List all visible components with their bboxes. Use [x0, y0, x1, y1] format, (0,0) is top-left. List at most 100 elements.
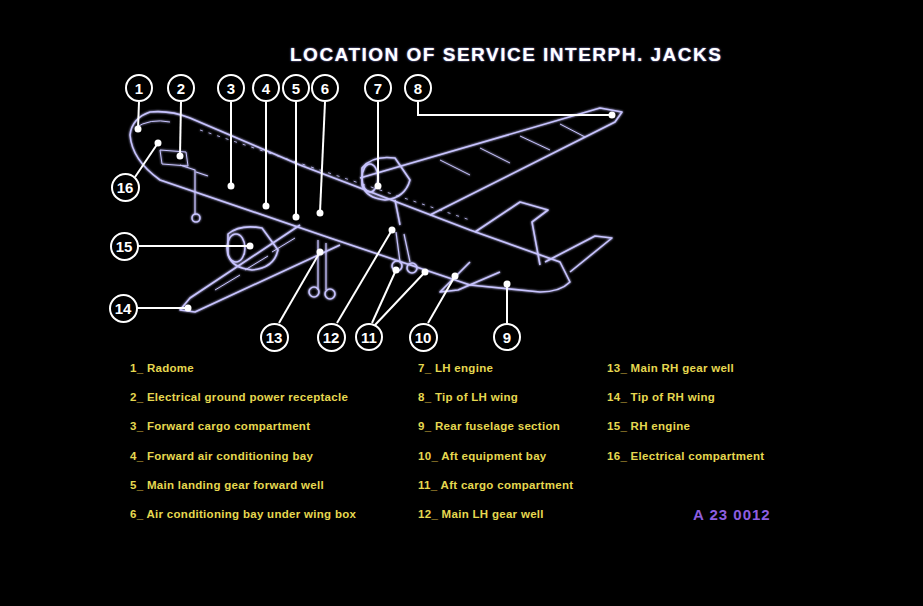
leader-line — [135, 143, 158, 177]
leader-line — [320, 102, 325, 212]
callout-circle: 16 — [111, 173, 140, 202]
callout-circle: 4 — [252, 74, 280, 102]
jack-dot — [453, 274, 458, 279]
callout-number: 4 — [262, 81, 270, 96]
legend-entry: 15_ RH engine — [607, 420, 690, 432]
callout-number: 11 — [361, 330, 377, 345]
callout-circle: 9 — [493, 323, 521, 351]
legend-entry: 6_ Air conditioning bay under wing box — [130, 508, 356, 520]
leader-line — [418, 102, 612, 115]
leader-line — [428, 276, 455, 323]
jack-dot — [423, 270, 428, 275]
jack-dot — [156, 141, 161, 146]
callout-circle: 5 — [282, 74, 310, 102]
jack-dot — [248, 244, 253, 249]
jack-dot — [229, 184, 234, 189]
gear-wheel — [309, 287, 319, 297]
jack-dot — [264, 204, 269, 209]
legend-entry: 9_ Rear fuselage section — [418, 420, 560, 432]
legend-entry: 1_ Radome — [130, 362, 194, 374]
nose-gear — [180, 165, 208, 215]
jack-dot — [136, 127, 141, 132]
horizontal-stabilizer — [545, 236, 612, 272]
drawing-code: A 23 0012 — [693, 506, 771, 523]
callout-circle: 6 — [311, 74, 339, 102]
jack-dot — [294, 215, 299, 220]
legend-entry: 2_ Electrical ground power receptacle — [130, 391, 348, 403]
leader-line — [295, 102, 297, 216]
jack-dot — [394, 268, 399, 273]
callout-circle: 1 — [125, 74, 153, 102]
leader-line — [375, 272, 425, 325]
fuselage — [130, 112, 570, 292]
callout-number: 2 — [177, 81, 185, 96]
diagram-title: LOCATION OF SERVICE INTERPH. JACKS — [290, 44, 722, 66]
legend-entry: 3_ Forward cargo compartment — [130, 420, 310, 432]
rh-engine — [228, 227, 278, 270]
lh-wing-flaps — [440, 124, 585, 175]
legend-entry: 5_ Main landing gear forward well — [130, 479, 324, 491]
gear-wheel — [325, 289, 335, 299]
callout-circle: 15 — [110, 232, 139, 261]
nose-wheel — [192, 214, 200, 222]
callout-circle: 11 — [355, 323, 383, 351]
leader-line — [180, 102, 181, 155]
callout-circle: 8 — [404, 74, 432, 102]
callout-number: 9 — [503, 330, 511, 345]
rh-wing — [180, 225, 340, 312]
legend-entry: 13_ Main RH gear well — [607, 362, 734, 374]
jack-dot — [318, 250, 323, 255]
jack-dot — [318, 211, 323, 216]
callout-circle: 12 — [317, 323, 346, 352]
jack-dot — [186, 306, 191, 311]
lh-main-gear — [396, 232, 410, 262]
callout-circle: 3 — [217, 74, 245, 102]
callout-number: 7 — [374, 81, 382, 96]
callout-number: 5 — [292, 81, 300, 96]
legend-entry: 11_ Aft cargo compartment — [418, 479, 573, 491]
ground-power-door — [160, 150, 188, 166]
vertical-fin — [475, 202, 548, 265]
callout-number: 3 — [227, 81, 235, 96]
callout-number: 1 — [135, 81, 143, 96]
callout-number: 8 — [414, 81, 422, 96]
leader-line — [279, 252, 320, 323]
callout-circle: 2 — [167, 74, 195, 102]
legend-entry: 16_ Electrical compartment — [607, 450, 764, 462]
callout-number: 15 — [116, 239, 133, 254]
gear-wheel — [407, 263, 417, 273]
rh-main-gear — [318, 240, 326, 290]
callout-number: 10 — [415, 330, 432, 345]
jack-dot — [376, 184, 381, 189]
lh-engine — [362, 157, 410, 200]
callout-number: 12 — [323, 330, 340, 345]
callout-number: 16 — [117, 180, 134, 195]
rh-engine-intake — [227, 234, 245, 262]
jack-dot — [610, 113, 615, 118]
legend-entry: 7_ LH engine — [418, 362, 493, 374]
callout-circle: 13 — [260, 323, 289, 352]
callout-circle: 14 — [109, 294, 138, 323]
jack-dot — [390, 228, 395, 233]
callout-number: 13 — [266, 330, 283, 345]
legend-entry: 14_ Tip of RH wing — [607, 391, 715, 403]
window-row — [200, 130, 470, 220]
leader-line — [137, 307, 188, 309]
jack-dot — [505, 282, 510, 287]
leader-line — [377, 102, 379, 185]
callout-circle: 10 — [409, 323, 438, 352]
lh-wing — [360, 108, 622, 215]
leader-line — [138, 245, 250, 247]
leader-line — [265, 102, 267, 205]
legend-entry: 4_ Forward air conditioning bay — [130, 450, 313, 462]
leader-lines — [135, 102, 615, 325]
legend-entry: 8_ Tip of LH wing — [418, 391, 518, 403]
leader-line — [506, 284, 508, 323]
legend-entry: 12_ Main LH gear well — [418, 508, 544, 520]
callout-number: 6 — [321, 81, 329, 96]
leader-line — [138, 102, 139, 128]
callout-circle: 7 — [364, 74, 392, 102]
leader-line — [230, 102, 232, 185]
leader-line — [337, 230, 392, 323]
